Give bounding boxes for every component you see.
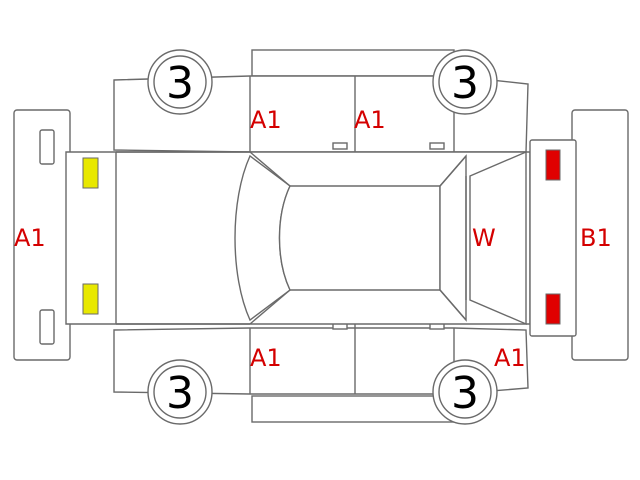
top-view-body [65,139,577,337]
damage-label-rear-window: W [472,224,496,252]
wheel-rear-right: 3 [432,359,498,425]
bottom-side-strip [251,395,455,423]
damage-label-rear-bumper: B1 [580,224,612,252]
headlight-icon [82,283,99,315]
taillight-icon [545,293,561,325]
right-side-view [113,290,529,395]
wheel-front-right: 3 [147,359,213,425]
wheel-front-left: 3 [147,49,213,115]
damage-label-front-bumper: A1 [14,224,46,252]
wheel-rear-left: 3 [432,49,498,115]
damage-label-left-rear-door: A1 [354,106,386,134]
svg-text:3: 3 [166,58,194,109]
top-side-strip [251,49,455,77]
damage-label-right-front-door: A1 [250,344,282,372]
taillight-icon [545,149,561,181]
svg-text:3: 3 [166,368,194,419]
headlight-icon [82,157,99,189]
svg-text:3: 3 [451,58,479,109]
svg-text:3: 3 [451,368,479,419]
damage-label-left-front-door: A1 [250,106,282,134]
damage-label-right-rear-fender: A1 [494,344,526,372]
